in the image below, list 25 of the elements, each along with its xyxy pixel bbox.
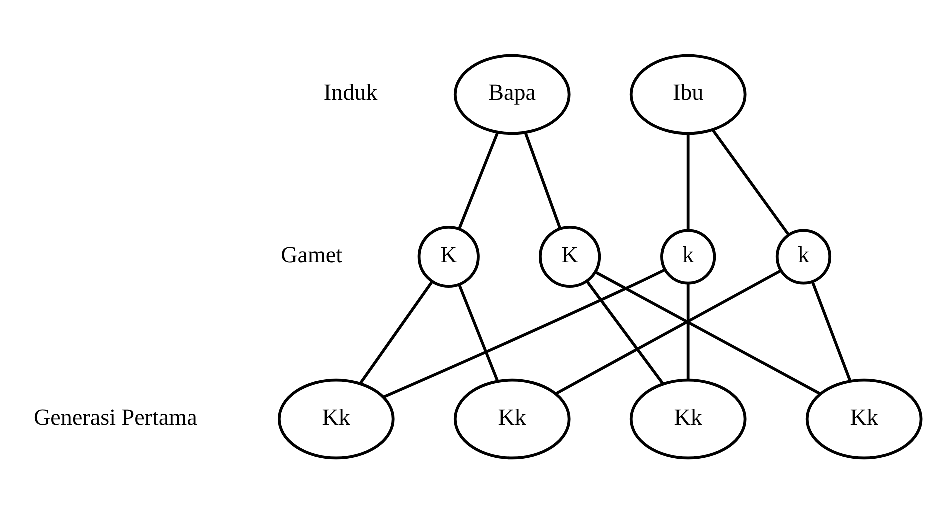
connector bbox=[686, 284, 690, 380]
connector bbox=[458, 284, 500, 382]
node-circle: K bbox=[418, 226, 480, 288]
node-circle: K bbox=[539, 226, 602, 288]
connector bbox=[712, 129, 790, 236]
node-ellipse: Kk bbox=[630, 378, 747, 460]
connector bbox=[555, 270, 782, 396]
label: Gamet bbox=[281, 241, 343, 268]
connector bbox=[594, 271, 822, 396]
node-circle: k bbox=[660, 229, 716, 285]
node-ellipse: Kk bbox=[806, 378, 923, 460]
connector bbox=[686, 134, 690, 230]
label: Induk bbox=[324, 79, 378, 106]
node-ellipse: Ibu bbox=[630, 54, 747, 136]
connector bbox=[524, 132, 562, 230]
node-circle: k bbox=[776, 229, 832, 285]
connector bbox=[458, 132, 500, 230]
connector bbox=[586, 280, 664, 385]
node-ellipse: Bapa bbox=[454, 54, 571, 136]
node-ellipse: Kk bbox=[454, 378, 571, 460]
connector bbox=[383, 268, 666, 399]
node-ellipse: Kk bbox=[278, 378, 395, 460]
connector bbox=[359, 281, 434, 384]
connector bbox=[812, 282, 852, 382]
label: Generasi Pertama bbox=[34, 404, 198, 430]
